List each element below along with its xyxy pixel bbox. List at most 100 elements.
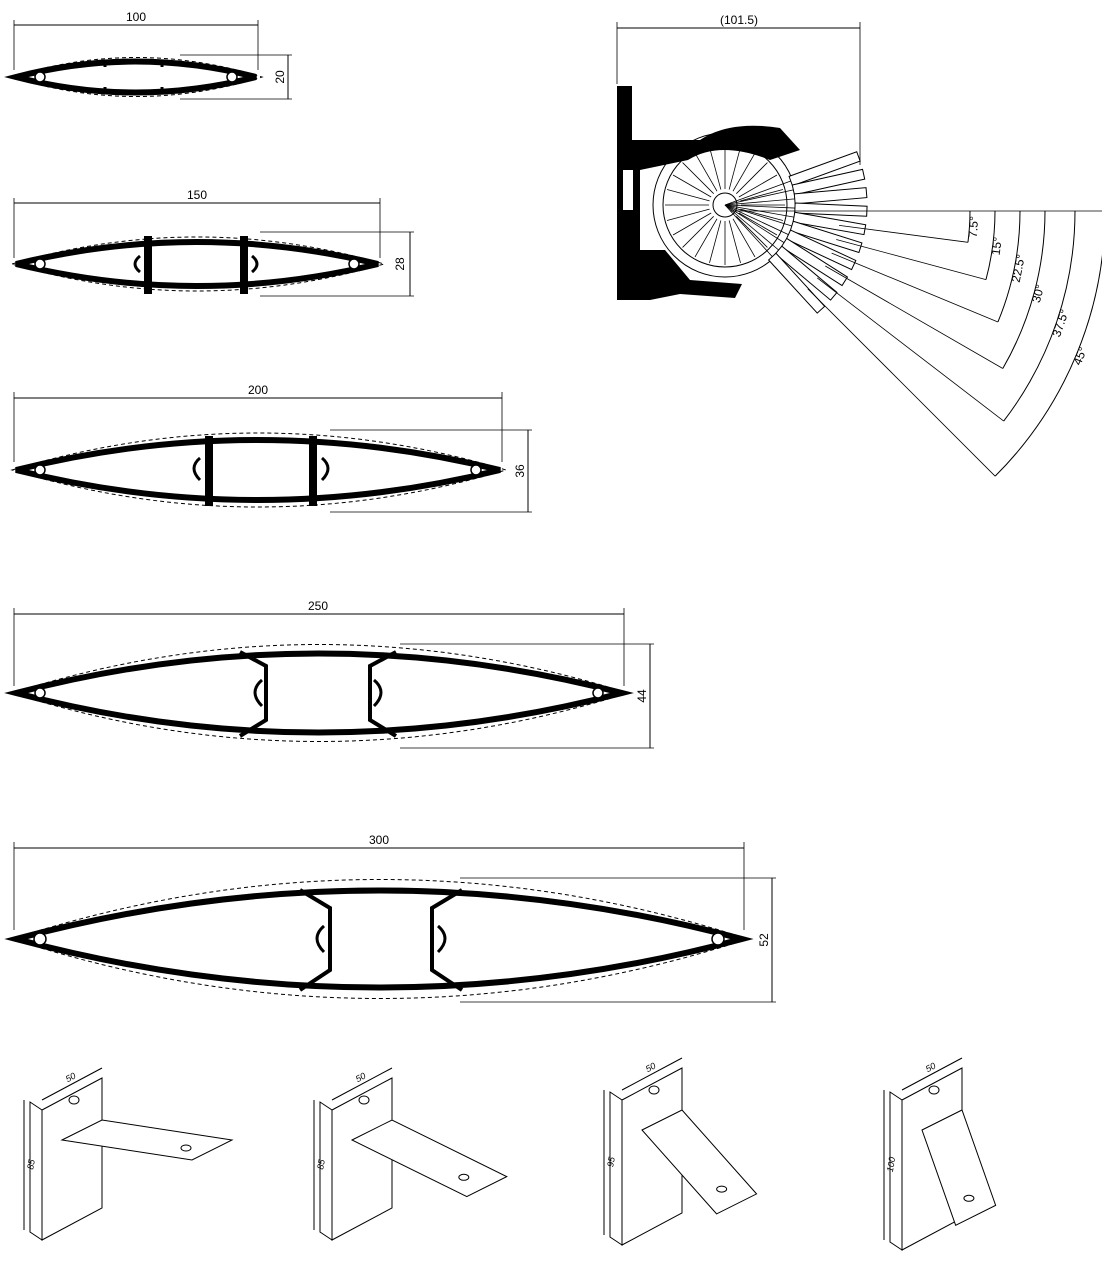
profile-150-height: 28 (393, 257, 407, 271)
blade-3 (794, 202, 868, 217)
blade-link-8 (724, 204, 779, 251)
hub-spoke-19 (728, 146, 741, 190)
angle-ray-4 (817, 277, 1004, 422)
profile-150: 150 28 (10, 188, 414, 297)
bracket-side (319, 1101, 333, 1241)
bracket-hole (358, 1095, 370, 1105)
angle-ray-2 (831, 252, 999, 323)
hub-spoke-5 (728, 220, 741, 264)
blade-link-2 (724, 198, 795, 206)
bracket-arm-hole (180, 1144, 192, 1152)
hub-spoke-9 (682, 216, 714, 248)
hub-spoke-23 (740, 189, 784, 202)
bracket-hole (68, 1095, 80, 1105)
profile-200-width: 200 (248, 383, 268, 397)
hub-spoke-8 (694, 218, 718, 258)
blade-7 (780, 237, 849, 287)
angle-arc-1 (985, 210, 996, 280)
hub-spoke-2 (738, 212, 778, 236)
hub-spoke-4 (732, 218, 756, 258)
hub-spoke-14 (672, 174, 712, 198)
bracket-hole (648, 1085, 660, 1095)
blade-6 (785, 229, 857, 271)
blade-link-9 (724, 204, 773, 257)
profile-100-width: 100 (126, 10, 146, 24)
blade-2 (793, 187, 868, 205)
angle-arc-5 (994, 253, 1102, 477)
bracket-1: 50 85 (313, 1067, 508, 1241)
profile-250: 250 44 (4, 599, 654, 749)
blade-link-5 (724, 204, 792, 227)
profile-250-height: 44 (635, 689, 649, 703)
angle-label-4: 37.5° (1049, 307, 1071, 338)
hub-spoke-3 (736, 216, 768, 248)
angle-ray-3 (825, 265, 1003, 369)
hub-spoke-20 (732, 152, 756, 192)
hub-spoke-13 (666, 189, 710, 202)
angle-ray-5 (807, 288, 996, 477)
bracket-height-label: 85 (25, 1158, 37, 1171)
bracket-width-label: 50 (924, 1061, 938, 1075)
angle-label-1: 15° (989, 236, 1005, 256)
blade-link-0 (724, 180, 791, 206)
bracket-arm-hole (716, 1185, 728, 1193)
bracket-arm-hole (458, 1173, 470, 1181)
hub-spoke-15 (682, 162, 714, 194)
hub-spoke-11 (666, 208, 710, 221)
blade-link-1 (724, 189, 794, 206)
profile-300-width: 300 (369, 833, 389, 847)
bracket-width-label: 50 (64, 1071, 78, 1085)
profile-200: 200 36 (10, 383, 532, 513)
hub-spoke-16 (694, 152, 718, 192)
blade-4 (792, 211, 867, 236)
bracket-height-label: 95 (605, 1155, 617, 1168)
bracket-side (609, 1091, 623, 1246)
profile-200-height: 36 (513, 464, 527, 478)
bracket-width-dim (331, 1067, 393, 1101)
bracket-row: 50 85 50 85 50 95 50 100 (23, 1057, 997, 1251)
blade-1 (791, 168, 866, 196)
bracket-arm (641, 1109, 758, 1215)
rotation-detail: (101.5) 7.5°15°22.5°30°37.5°45° (616, 13, 1102, 477)
profile-300-height: 52 (757, 933, 771, 947)
bracket-arm-hole (963, 1194, 975, 1202)
bracket-width-label: 50 (644, 1061, 658, 1075)
angle-arc-0 (967, 210, 971, 243)
bracket-arm (921, 1109, 997, 1227)
profile-100: 100 20 (4, 10, 292, 100)
blade-8 (774, 245, 838, 301)
bracket-hole (928, 1085, 940, 1095)
angle-ray-0 (839, 224, 968, 243)
profile-150-width: 150 (187, 188, 207, 202)
bracket-side (889, 1091, 903, 1251)
blade-fan (665, 145, 868, 314)
profile-100-height: 20 (273, 70, 287, 84)
bracket-width-dim (901, 1057, 963, 1091)
blade-link-3 (724, 204, 795, 209)
blade-link-6 (724, 204, 789, 235)
bracket-3: 50 100 (883, 1057, 997, 1251)
bracket-width-dim (621, 1057, 683, 1091)
hub-spoke-7 (709, 220, 722, 264)
angle-dimensions: 7.5°15°22.5°30°37.5°45° (807, 210, 1102, 477)
bracket-height-label: 85 (315, 1158, 327, 1171)
angle-label-5: 45° (1070, 345, 1090, 367)
hub-spoke-17 (709, 146, 722, 190)
angle-ray-1 (836, 239, 987, 280)
angle-label-3: 30° (1029, 283, 1047, 304)
angle-label-2: 22.5° (1009, 253, 1028, 284)
hub-spoke-10 (672, 212, 712, 236)
profile-250-width: 250 (308, 599, 328, 613)
hub-spoke-22 (738, 174, 778, 198)
hub-spoke-21 (736, 162, 768, 194)
angle-arc-3 (1002, 210, 1046, 369)
profile-300: 300 52 (4, 833, 776, 1003)
angle-arc-4 (1003, 210, 1076, 422)
rotation-width: (101.5) (720, 13, 758, 27)
bracket-width-label: 50 (354, 1071, 368, 1085)
bracket-height-label: 100 (885, 1156, 897, 1173)
bracket-side (29, 1101, 43, 1241)
bracket-width-dim (41, 1067, 103, 1101)
angle-arc-2 (997, 210, 1021, 323)
